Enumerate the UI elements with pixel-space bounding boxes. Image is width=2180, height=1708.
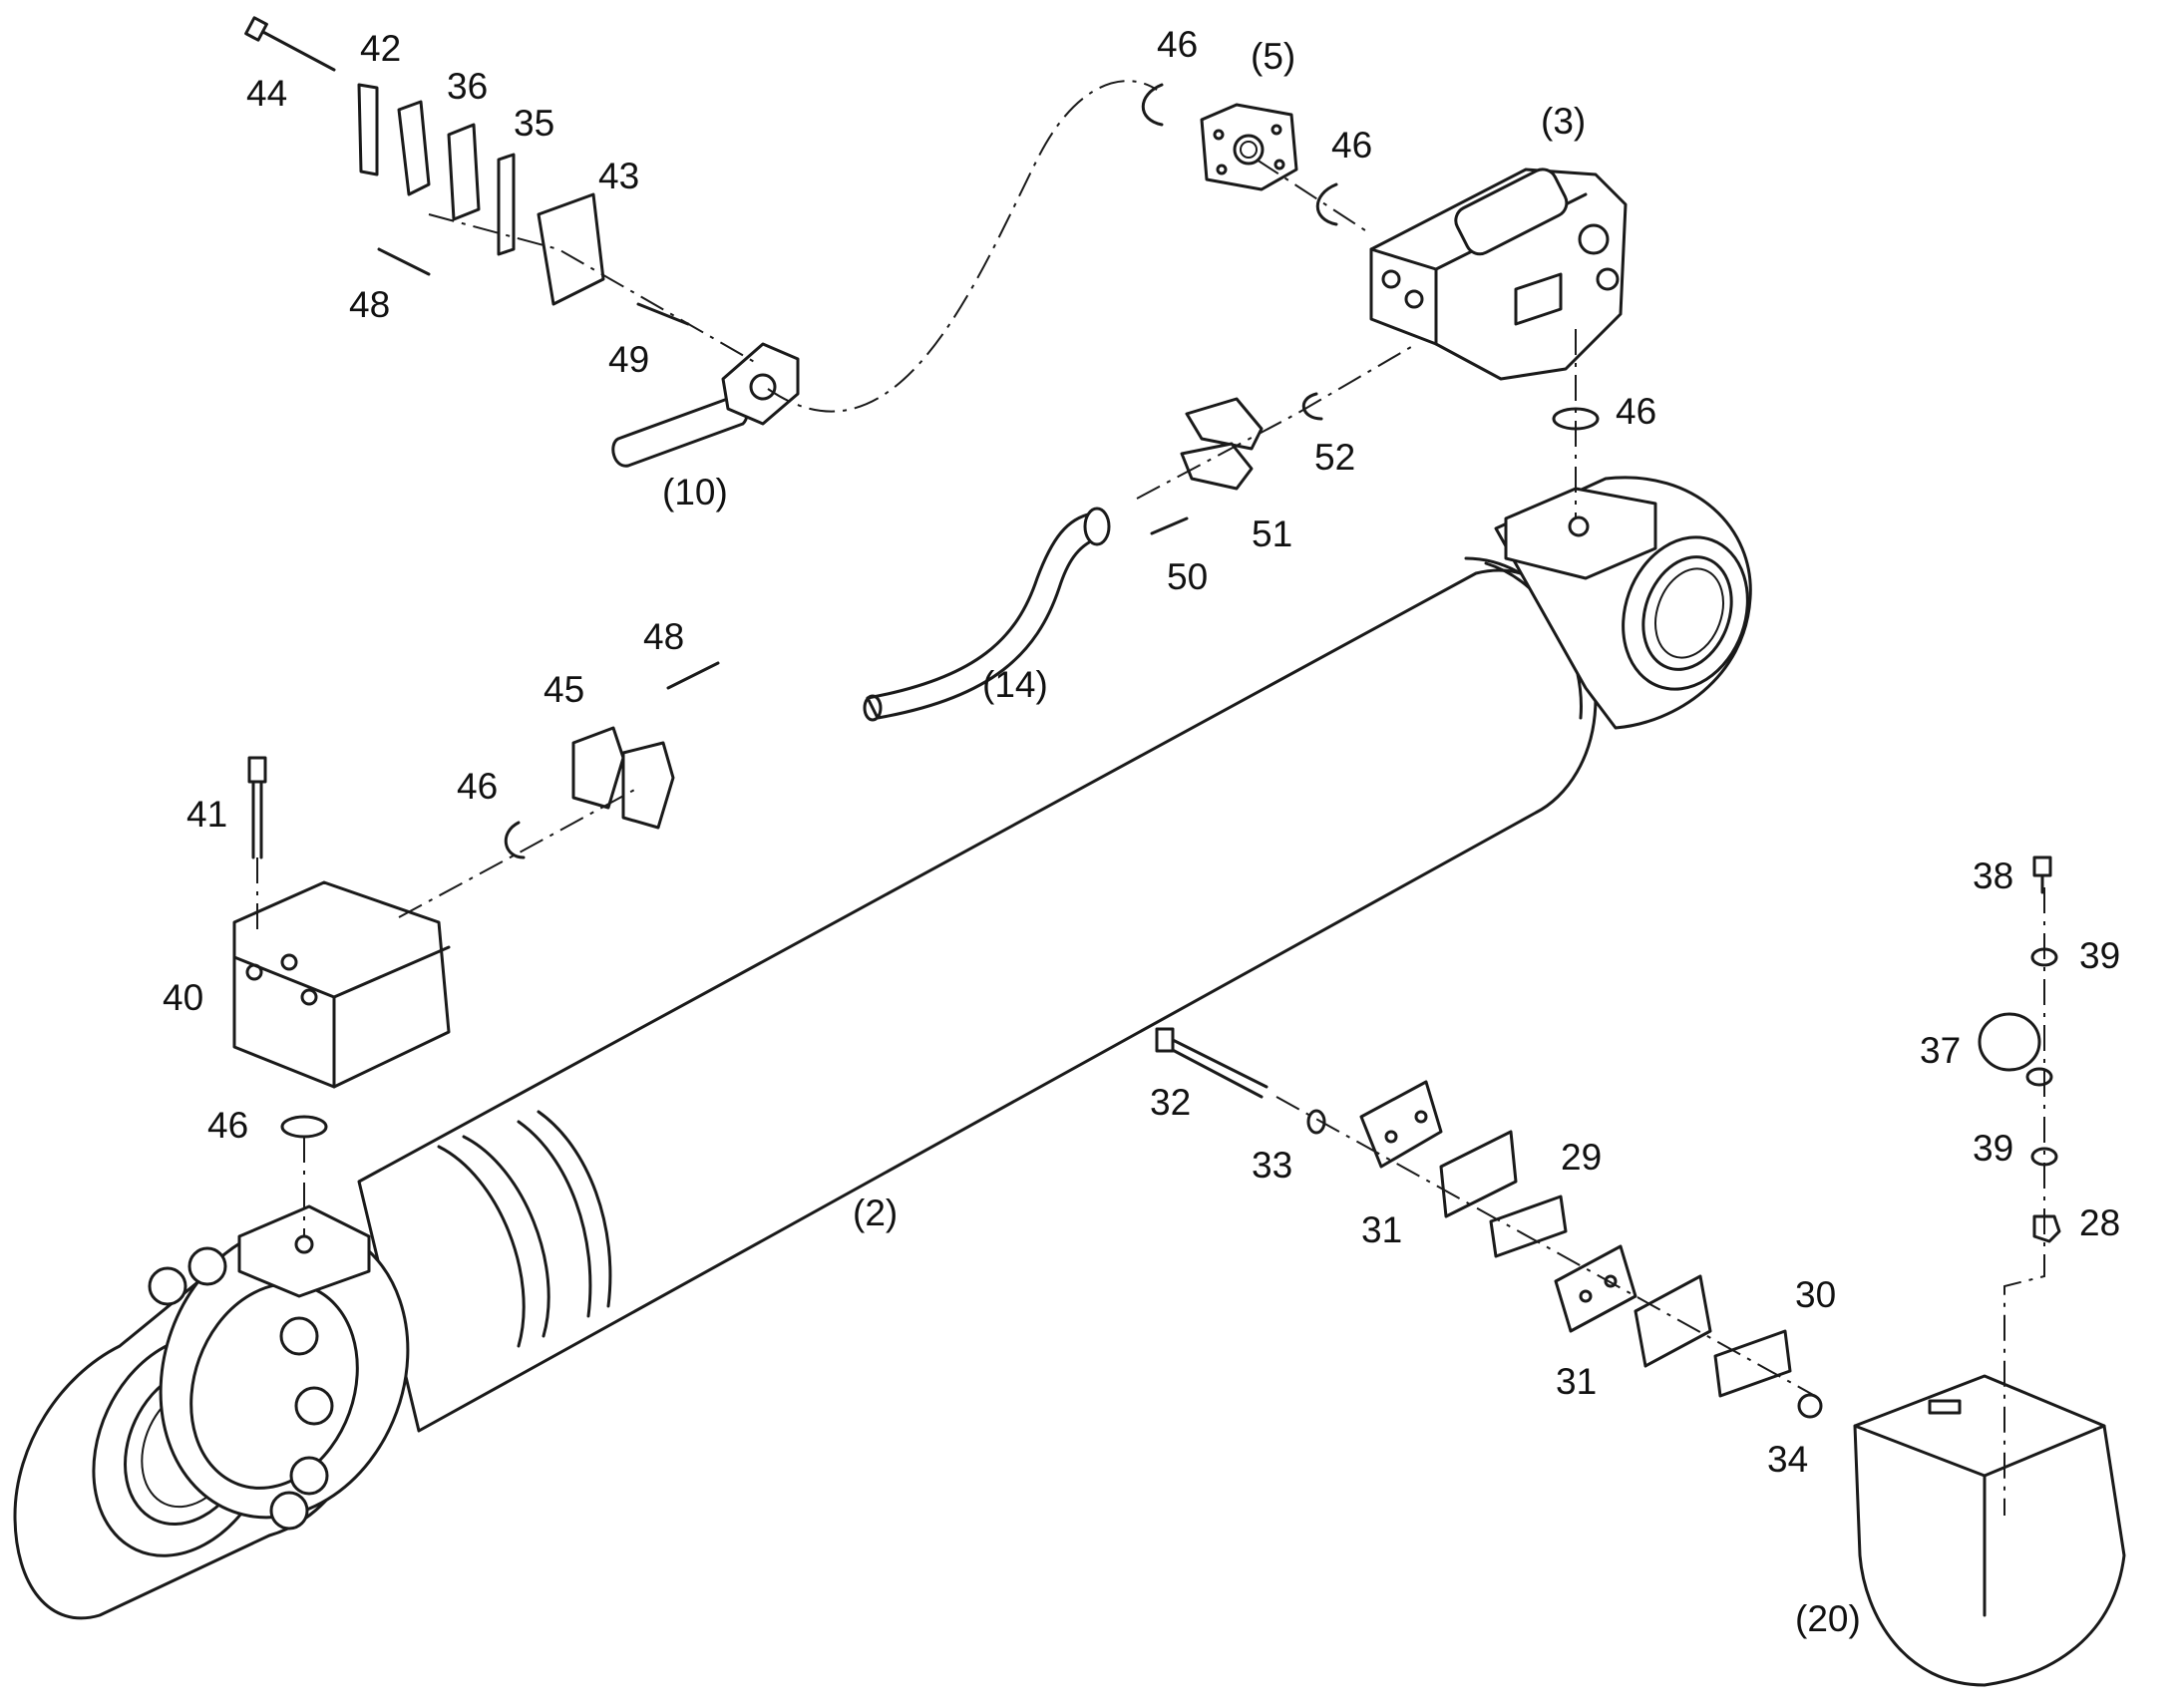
label-39-a: 39 <box>2079 935 2121 976</box>
label-37: 37 <box>1920 1030 1962 1071</box>
bolt-44 <box>244 16 336 72</box>
bolt-50 <box>1150 516 1189 535</box>
clip-37 <box>1978 1012 2053 1087</box>
label-50: 50 <box>1167 556 1209 597</box>
clamp-51 <box>1180 397 1264 491</box>
label-2: (2) <box>853 1193 899 1233</box>
nut-28 <box>2032 1214 2061 1243</box>
hose-10 <box>611 342 800 468</box>
label-29: 29 <box>1561 1137 1603 1178</box>
label-35: 35 <box>514 103 555 144</box>
hose-14 <box>863 507 1111 722</box>
bolt-48-lower <box>666 661 720 690</box>
bracket-20 <box>1853 1374 2126 1687</box>
valve-block <box>1369 168 1628 381</box>
bolt-49 <box>636 302 690 326</box>
label-14: (14) <box>982 664 1048 705</box>
centre-lines <box>256 80 2045 1516</box>
label-3: (3) <box>1541 101 1587 142</box>
label-42: 42 <box>360 28 402 69</box>
label-31-b: 31 <box>1556 1361 1598 1402</box>
label-38: 38 <box>1973 855 2014 896</box>
label-46-a: 46 <box>1157 24 1199 65</box>
label-39-b: 39 <box>1973 1128 2014 1169</box>
clamp-45 <box>571 726 675 830</box>
block-29 <box>1489 1195 1568 1258</box>
label-40: 40 <box>163 977 204 1018</box>
label-43: 43 <box>598 156 640 196</box>
washer-33 <box>1306 1109 1326 1135</box>
label-46-d: 46 <box>457 766 499 807</box>
flange-5 <box>1200 103 1298 191</box>
plate-31-upper <box>1359 1080 1443 1169</box>
plate-42 <box>357 83 379 176</box>
nut-34 <box>1797 1393 1823 1419</box>
label-48-upper: 48 <box>349 284 391 325</box>
bolt-41 <box>247 756 267 859</box>
label-46-c: 46 <box>1616 391 1657 432</box>
cylinder-rod-end-eye <box>1494 476 1752 730</box>
label-31-a: 31 <box>1361 1209 1403 1250</box>
label-32: 32 <box>1150 1082 1192 1123</box>
block-43b <box>537 192 605 306</box>
label-46-b: 46 <box>1331 125 1373 166</box>
label-41: 41 <box>186 794 228 835</box>
cylinder-head-flange <box>148 1204 410 1531</box>
label-10: (10) <box>662 472 728 512</box>
block-30 <box>1713 1329 1792 1398</box>
label-36: 36 <box>447 66 489 107</box>
clamp-35 <box>447 123 481 221</box>
label-44: 44 <box>246 73 288 114</box>
mounting-block-40 <box>232 880 451 1089</box>
bolt-32 <box>1155 1027 1269 1099</box>
label-46-e: 46 <box>207 1105 249 1146</box>
label-33: 33 <box>1252 1145 1293 1186</box>
label-49: 49 <box>608 339 650 380</box>
label-52: 52 <box>1314 437 1356 478</box>
label-28: 28 <box>2079 1202 2121 1243</box>
plate-43 <box>497 153 516 256</box>
plate-31-lower <box>1554 1244 1637 1333</box>
clamp-36 <box>397 100 431 196</box>
plate-31-middle <box>1439 1130 1518 1218</box>
bolt-38 <box>2032 855 2052 894</box>
label-34: 34 <box>1767 1439 1809 1480</box>
label-20: (20) <box>1795 1598 1861 1639</box>
plate-31-bottom <box>1634 1274 1712 1368</box>
label-48-lower: 48 <box>643 616 685 657</box>
label-45: 45 <box>544 669 585 710</box>
label-5: (5) <box>1251 36 1296 77</box>
label-51: 51 <box>1252 513 1293 554</box>
label-30: 30 <box>1795 1274 1837 1315</box>
bolt-48-upper <box>377 247 431 276</box>
